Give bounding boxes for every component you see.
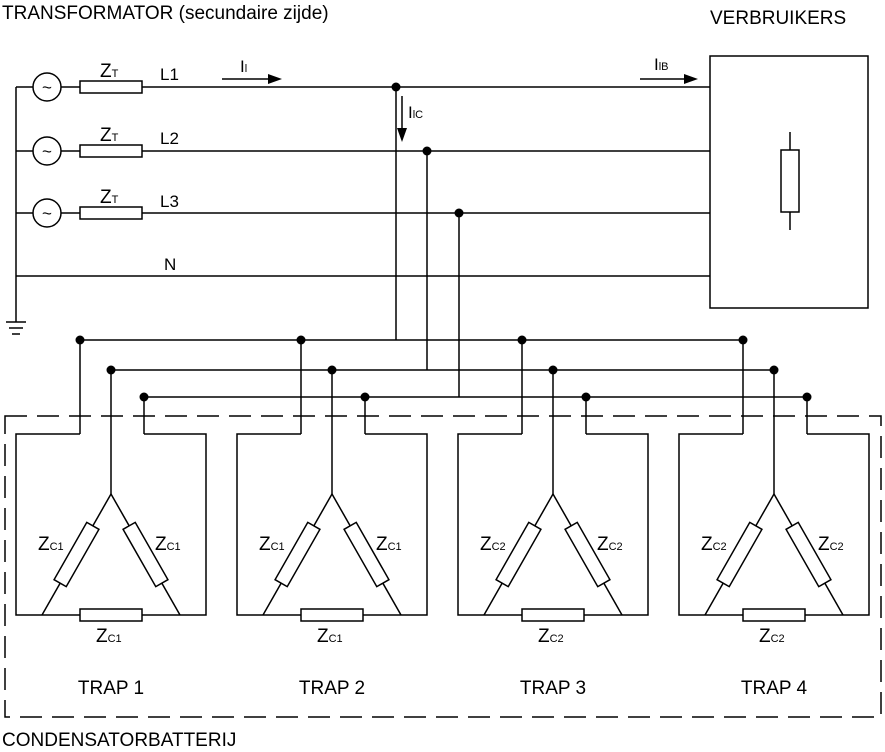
stage-label: TRAP 2 bbox=[299, 678, 365, 699]
capacitor-impedance-label: ZC2 bbox=[701, 534, 727, 555]
junction-dot bbox=[548, 365, 558, 375]
junction-dot bbox=[581, 392, 591, 402]
current-arrow-ilc: IlC bbox=[397, 96, 423, 142]
phase-l2: ~ ZT L2 bbox=[16, 125, 710, 166]
capacitor-impedance-bottom bbox=[79, 608, 143, 622]
junction-dot bbox=[802, 392, 812, 402]
capacitor-impedance-label: ZC2 bbox=[759, 626, 785, 647]
neutral-line: N bbox=[16, 255, 710, 277]
junction-dot bbox=[75, 335, 85, 345]
svg-text:IlC: IlC bbox=[408, 103, 423, 122]
line-label-l1: L1 bbox=[160, 65, 179, 84]
zt-label-l2: ZT bbox=[100, 125, 119, 146]
transformer-impedance-l1 bbox=[79, 80, 143, 94]
phase-l3: ~ ZT L3 bbox=[16, 187, 710, 228]
svg-text:IlB: IlB bbox=[654, 55, 669, 74]
transformer-impedance-l3 bbox=[79, 206, 143, 220]
ac-source-symbol: ~ bbox=[42, 78, 52, 97]
capacitor-impedance-left bbox=[274, 521, 321, 588]
consumer-load-resistor bbox=[780, 149, 800, 213]
junction-dot bbox=[360, 392, 370, 402]
ac-source-symbol: ~ bbox=[42, 204, 52, 223]
stage-label: TRAP 4 bbox=[741, 678, 808, 699]
zt-label-l3: ZT bbox=[100, 187, 119, 208]
capacitor-impedance-label: ZC2 bbox=[818, 534, 844, 555]
capacitor-impedance-label: ZC1 bbox=[259, 534, 285, 555]
capacitor-bank-enclosure bbox=[4, 415, 882, 718]
line-label-l2: L2 bbox=[160, 129, 179, 148]
stage-label: TRAP 3 bbox=[520, 678, 586, 699]
line-label-l3: L3 bbox=[160, 192, 179, 211]
junction-dot bbox=[296, 335, 306, 345]
capacitor-impedance-right bbox=[564, 521, 611, 588]
capacitor-impedance-label: ZC1 bbox=[317, 626, 343, 647]
junction-dot bbox=[391, 82, 401, 92]
capacitor-impedance-left bbox=[53, 521, 100, 588]
capacitor-bank-title: CONDENSATORBATTERIJ bbox=[2, 730, 236, 751]
consumers-title: VERBRUIKERS bbox=[710, 8, 846, 29]
capacitor-impedance-label: ZC1 bbox=[38, 534, 64, 555]
junction-dot bbox=[517, 335, 527, 345]
line-label-n: N bbox=[164, 255, 176, 274]
transformer-title: TRANSFORMATOR (secundaire zijde) bbox=[2, 3, 329, 24]
capacitor-impedance-label: ZC1 bbox=[376, 534, 402, 555]
capacitor-impedance-left bbox=[495, 521, 542, 588]
capacitor-impedance-left bbox=[716, 521, 763, 588]
capacitor-impedance-label: ZC2 bbox=[480, 534, 506, 555]
junction-dot bbox=[139, 392, 149, 402]
ac-source-symbol: ~ bbox=[42, 142, 52, 161]
junction-dot bbox=[738, 335, 748, 345]
capacitor-impedance-right bbox=[785, 521, 832, 588]
current-arrow-ilb: IlB bbox=[640, 55, 698, 84]
svg-text:Il: Il bbox=[240, 57, 247, 76]
junction-dot bbox=[422, 146, 432, 156]
phase-l1: ~ ZT L1 bbox=[16, 61, 710, 102]
junction-dot bbox=[106, 365, 116, 375]
capacitor-impedance-right bbox=[122, 521, 169, 588]
capacitor-impedance-bottom bbox=[521, 608, 585, 622]
capacitor-impedance-label: ZC1 bbox=[96, 626, 122, 647]
capacitor-impedance-label: ZC2 bbox=[597, 534, 623, 555]
junction-dot bbox=[327, 365, 337, 375]
capacitor-impedance-label: ZC1 bbox=[155, 534, 181, 555]
transformer-impedance-l2 bbox=[79, 144, 143, 158]
junction-dot bbox=[454, 208, 464, 218]
capacitor-impedance-bottom bbox=[742, 608, 806, 622]
capacitor-impedance-label: ZC2 bbox=[538, 626, 564, 647]
junction-dot bbox=[769, 365, 779, 375]
current-arrow-il: Il bbox=[222, 57, 282, 84]
stage-label: TRAP 1 bbox=[78, 678, 144, 699]
ground-symbol bbox=[6, 321, 26, 335]
capacitor-impedance-bottom bbox=[300, 608, 364, 622]
consumers-box bbox=[709, 55, 869, 309]
capacitor-impedance-right bbox=[343, 521, 390, 588]
zt-label-l1: ZT bbox=[100, 61, 119, 82]
